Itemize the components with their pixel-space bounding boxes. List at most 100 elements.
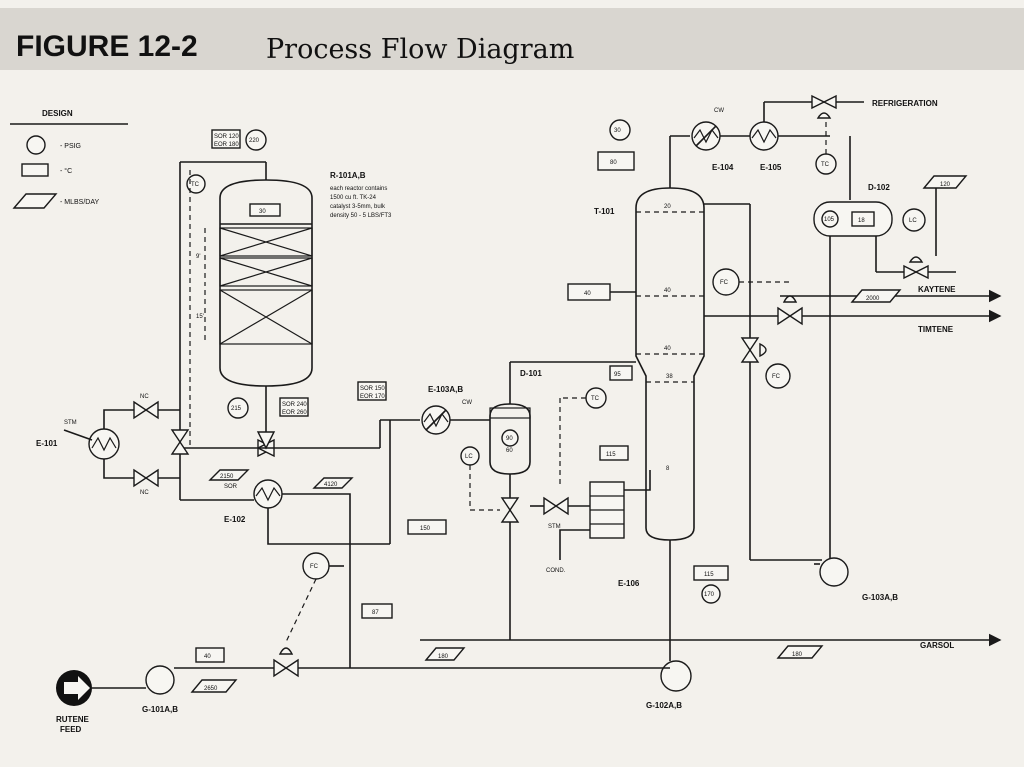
reactor-pressure-indicator	[245, 129, 267, 151]
bottom-press: 170	[704, 592, 715, 598]
g102-pump	[660, 660, 692, 692]
e106-tag: E-106	[618, 579, 640, 588]
e101-valve-top-a	[133, 400, 148, 420]
feed-flow2-para	[424, 647, 466, 661]
tower-vessel	[635, 187, 705, 541]
e103-coil	[423, 412, 449, 428]
feed-fc-label: FC	[310, 564, 319, 570]
bottom-temp: 115	[704, 572, 714, 578]
catalyst-bed-3	[219, 289, 313, 345]
e105-coil	[751, 128, 777, 144]
bottom-temp-box	[693, 565, 729, 581]
d101-t: 90	[506, 436, 513, 442]
garsol-label: GARSOL	[920, 641, 954, 650]
pumps-bottom: G-103A,B GARSOL 180 G-102A,B	[420, 557, 1002, 710]
feed-flow-para	[190, 679, 238, 693]
e102-outlet-down	[282, 493, 351, 668]
feed-flow2: 180	[438, 654, 449, 660]
pc-val: 95	[614, 372, 621, 378]
e104-diag	[695, 125, 717, 147]
tray-top: 20	[664, 204, 671, 210]
legend-rect-label: - °C	[60, 167, 72, 175]
e103-sor-eor-box	[357, 381, 387, 401]
reactor-outlet-valve-group: 215 SOR 240 EOR 260	[180, 397, 420, 458]
e101-stm: STM	[64, 420, 77, 426]
e101-steam-in	[63, 429, 93, 441]
e102-tag: E-102	[224, 515, 246, 524]
d101-p: 60	[506, 448, 513, 454]
e103-sor: SOR 150	[360, 386, 385, 392]
catalyst-bed-1	[219, 227, 313, 257]
mix-sor-eor-box	[279, 397, 309, 417]
d101-valve-a	[500, 497, 520, 512]
tray-38: 38	[666, 374, 673, 380]
legend-para-symbol	[12, 193, 58, 209]
reactor-temp-in: 30	[259, 209, 266, 215]
figure-title: Process Flow Diagram	[266, 34, 575, 65]
dim-label-1: 9'	[196, 254, 200, 260]
feed-temp: 40	[204, 654, 211, 660]
d101-demister	[489, 407, 531, 419]
timtene-valve-b	[788, 306, 803, 326]
e103-diag	[425, 409, 447, 431]
refrig-valve-actuator	[816, 112, 832, 119]
stm-valve-a	[543, 496, 558, 516]
rutene-feed-2: FEED	[60, 725, 82, 734]
kaytene-flow: 2000	[866, 296, 880, 302]
e102-sor: SOR	[224, 484, 238, 490]
d101-tag: D-101	[520, 369, 542, 378]
bypass-valve-a	[170, 429, 190, 444]
tray-low: 40	[664, 346, 671, 352]
reactor-tc-indicator	[186, 174, 206, 194]
e106-stm: STM	[548, 524, 561, 530]
feed-valve-b	[284, 658, 299, 678]
tray-mid: 40	[664, 288, 671, 294]
g103-tag: G-103A,B	[862, 593, 898, 602]
reactor-note-4: density 50 - 5 LBS/FT3	[330, 213, 392, 219]
mix-press: 215	[231, 406, 242, 412]
feed-temp2-box	[361, 603, 393, 619]
d102-drum: D-102 105 18 LC 120	[813, 175, 968, 560]
kaytene-flow-para	[850, 289, 902, 303]
e103-cw: CW	[462, 400, 472, 406]
reactor-note-1: each reactor contains	[330, 186, 387, 192]
e101-coil	[91, 436, 117, 452]
reactor-sor-eor-box	[211, 129, 241, 149]
reactor-tc-label: TC	[191, 182, 200, 188]
mix-pressure-indicator	[227, 397, 249, 419]
e102-exchanger: E-102 2150 SOR 4120	[180, 469, 390, 668]
garsol-flow-para	[776, 645, 824, 659]
e102-flow-para	[208, 469, 250, 481]
d102-flow-para	[922, 175, 968, 189]
dim-label-2: 15'	[196, 314, 204, 320]
reflux-fc-indicator	[765, 363, 791, 389]
stm-valve-b	[554, 496, 569, 516]
feed-section: RUTENE FEED G-101A,B 40 2650 FC 87 180	[56, 552, 670, 734]
catalyst-bed-1-cross	[219, 227, 313, 257]
product-lines: KAYTENE 2000 TIMTENE FC FC	[704, 268, 1002, 389]
d101-separator: D-101 90 60 LC	[460, 361, 636, 640]
e104-coil	[693, 128, 719, 144]
reactor-eor: EOR 180	[214, 142, 239, 148]
reflux-fc-label: FC	[772, 374, 781, 380]
feed-temp-e106: 115	[606, 452, 616, 458]
refrig-valve-b	[822, 94, 837, 110]
reactor-vessel	[219, 179, 313, 387]
timtene-fc-label: FC	[720, 280, 729, 286]
reactor-press: 220	[249, 138, 260, 144]
reactor-note-3: catalyst 3-5mm, bulk	[330, 204, 386, 210]
d101-vessel	[489, 403, 531, 475]
e102-coil	[255, 486, 281, 502]
e104-cw: CW	[714, 108, 724, 114]
figure-header: FIGURE 12-2 Process Flow Diagram	[0, 8, 1024, 70]
reactor-sor: SOR 120	[214, 134, 239, 140]
e103-condenser: E-103A,B CW SOR 150 EOR 170 150	[357, 381, 490, 544]
legend-rect-symbol	[21, 163, 49, 177]
reactor-r101: 9' 15' 30 R-101A,B each reactor contains…	[179, 129, 392, 500]
tower-tag: T-101	[594, 207, 615, 216]
e101-tag: E-101	[36, 439, 58, 448]
kay-valve-b	[914, 264, 929, 280]
e103-tag: E-103A,B	[428, 385, 463, 394]
